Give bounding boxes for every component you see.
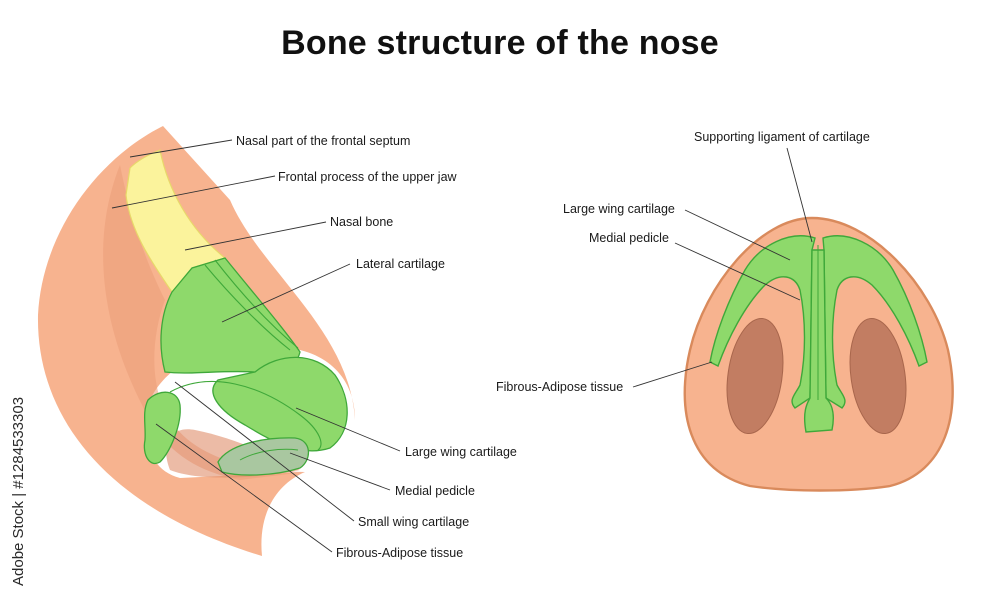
side-small-wing-cartilage <box>143 391 181 465</box>
bottom-columella <box>803 249 835 433</box>
stock-watermark: Adobe Stock | #1284533303 <box>6 350 30 590</box>
side-medial-pedicle <box>217 437 310 476</box>
label-side-large-wing-cartilage: Large wing cartilage <box>405 445 517 459</box>
label-side-fibrous-adipose: Fibrous-Adipose tissue <box>336 546 463 560</box>
label-frontal-process: Frontal process of the upper jaw <box>278 170 458 184</box>
diagram-title: Bone structure of the nose <box>281 24 719 62</box>
bottom-view: Supporting ligament of cartilage Large w… <box>496 130 954 492</box>
label-supporting-ligament: Supporting ligament of cartilage <box>694 130 870 144</box>
side-view: Nasal part of the frontal septum Frontal… <box>37 126 517 560</box>
label-bottom-large-wing-cartilage: Large wing cartilage <box>563 202 675 216</box>
watermark-text: Adobe Stock | #1284533303 <box>10 396 27 586</box>
bottom-leader-lines <box>632 147 813 388</box>
bottom-left-wing-cartilage <box>709 235 816 409</box>
label-side-medial-pedicle: Medial pedicle <box>395 484 475 498</box>
label-lateral-cartilage: Lateral cartilage <box>356 257 445 271</box>
label-small-wing-cartilage: Small wing cartilage <box>358 515 469 529</box>
label-nasal-bone: Nasal bone <box>330 215 393 229</box>
bottom-right-wing-cartilage <box>822 235 928 409</box>
side-leader-lines <box>111 139 401 553</box>
label-bottom-fibrous-adipose: Fibrous-Adipose tissue <box>496 380 623 394</box>
label-nasal-frontal-septum: Nasal part of the frontal septum <box>236 134 410 148</box>
bottom-right-nostril <box>849 317 907 435</box>
label-bottom-medial-pedicle: Medial pedicle <box>589 231 669 245</box>
bottom-left-nostril <box>726 317 784 435</box>
side-medial-pedicle-inner <box>239 448 299 461</box>
side-large-wing-fold <box>169 381 322 451</box>
